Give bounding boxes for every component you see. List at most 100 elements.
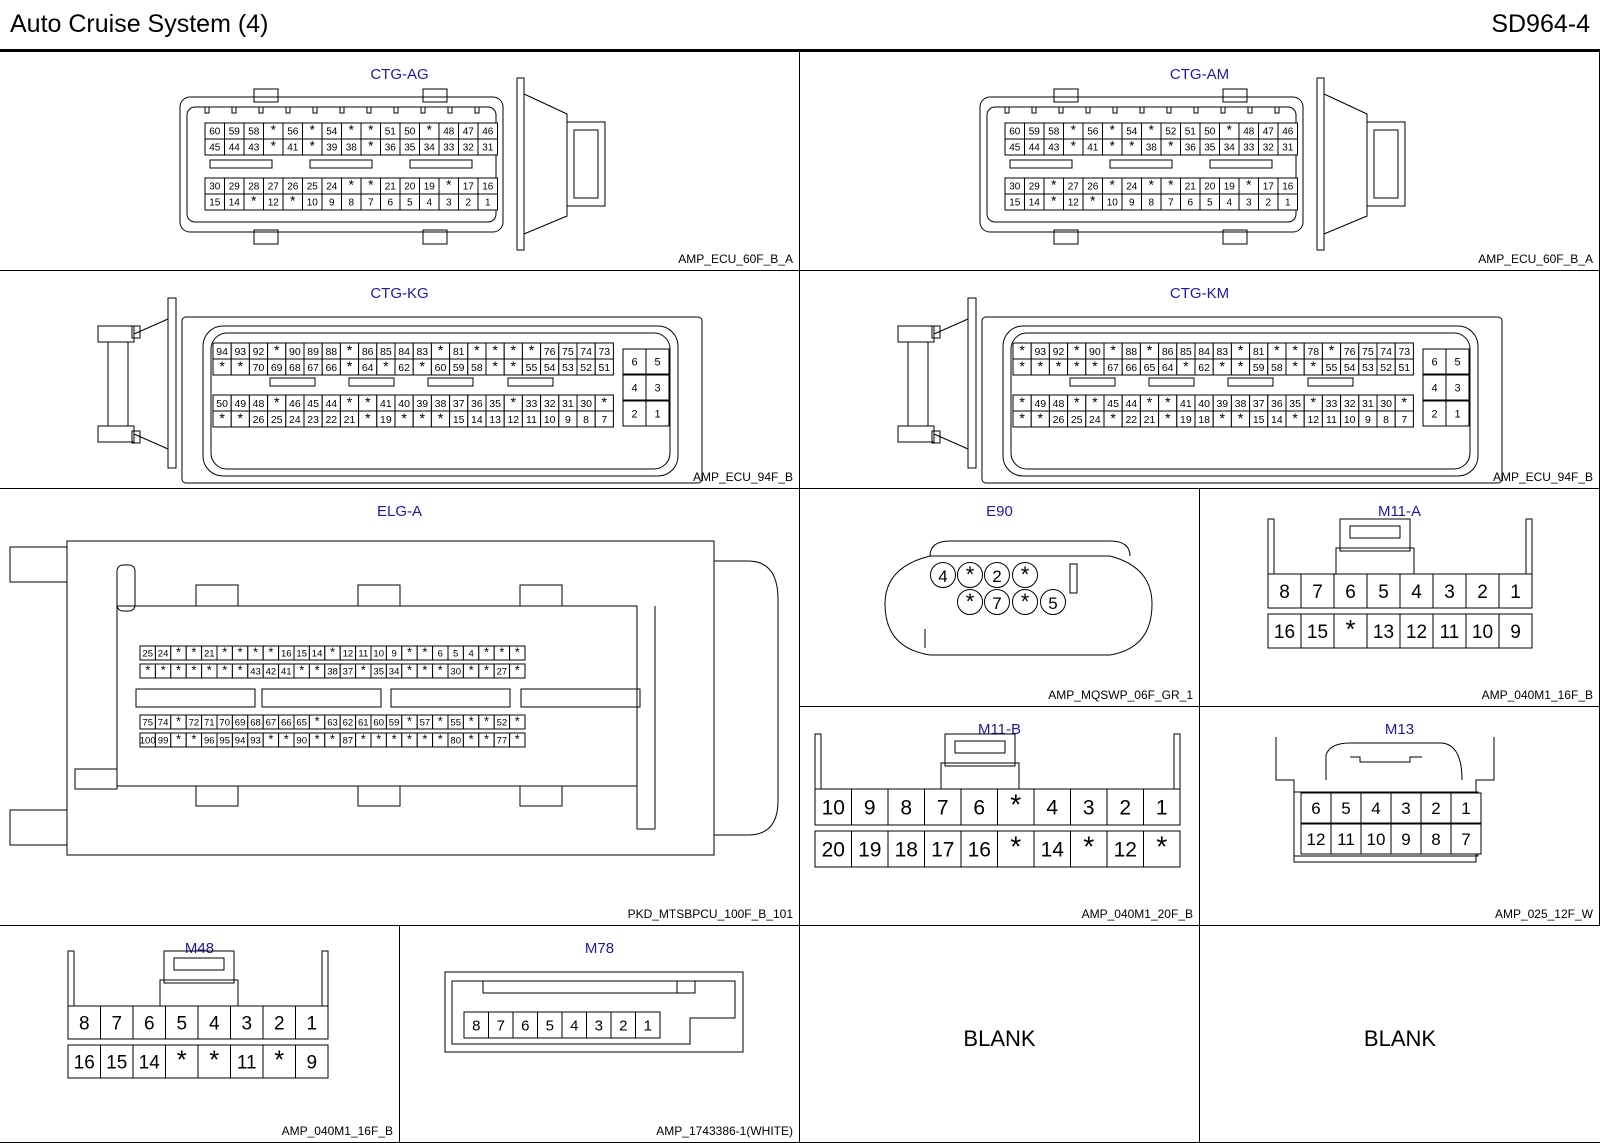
pin-label: 16 (1282, 182, 1294, 193)
pin-label: * (1292, 343, 1298, 359)
pin-cell (997, 788, 1035, 826)
pin-label: * (438, 662, 443, 677)
pin-label: 57 (420, 717, 431, 728)
pin-label: 5 (1207, 198, 1213, 209)
pin-label: 44 (325, 398, 337, 410)
connector-diagram-e90: 4*2**7*5 (884, 540, 1153, 656)
pin-label: 7 (992, 594, 1001, 613)
pin-label: * (1010, 832, 1021, 864)
connector-outline (1247, 106, 1253, 114)
pin-label: * (1092, 395, 1098, 411)
pin-label: * (438, 713, 443, 728)
pin-label: 76 (544, 346, 556, 358)
pin-label: 12 (1068, 198, 1080, 209)
pin-label: 71 (204, 717, 215, 728)
pin-label: 37 (1253, 398, 1265, 410)
connector-title: E90 (986, 503, 1013, 520)
pin-label: 75 (1362, 346, 1374, 358)
pin-label: 14 (229, 198, 241, 209)
pin-label: 75 (142, 717, 153, 728)
pin-cell (1399, 573, 1434, 609)
connector-outline (884, 555, 1153, 656)
pin-label: 31 (562, 398, 574, 410)
pin-label: * (274, 395, 280, 411)
pin-cell (1420, 823, 1452, 855)
pin-label: 69 (271, 362, 283, 374)
pin-cell (1300, 573, 1335, 609)
connector-outline (1004, 106, 1010, 114)
pin-cell (1012, 589, 1038, 615)
pin-label: 3 (1083, 797, 1095, 820)
pin-label: * (602, 395, 608, 411)
pin-label: 24 (289, 414, 301, 426)
pin-label: 59 (229, 127, 241, 138)
pin-label: 76 (1344, 346, 1356, 358)
pin-label: 73 (1398, 346, 1410, 358)
connector-outline (1373, 129, 1399, 199)
pin-label: 5 (1048, 594, 1057, 613)
connector-outline (97, 325, 135, 343)
header-rule (0, 49, 1600, 52)
pin-label: * (1168, 178, 1174, 193)
pin-label: * (420, 411, 426, 427)
pin-label: 46 (289, 398, 301, 410)
pin-label: 38 (1235, 398, 1247, 410)
pin-cell (509, 732, 526, 748)
pin-label: 39 (1216, 398, 1228, 410)
pin-label: 30 (580, 398, 592, 410)
pin-label: 44 (229, 143, 241, 154)
pin-label: 31 (1282, 143, 1294, 154)
connector-outline (897, 325, 935, 343)
pin-label: * (420, 359, 426, 375)
pin-cell (509, 714, 526, 730)
pin-label: 66 (1125, 362, 1137, 374)
pin-label: 10 (822, 797, 845, 820)
pin-label: * (268, 731, 273, 746)
pin-label: * (446, 178, 452, 193)
pin-label: 2 (992, 567, 1001, 586)
pin-label: 20 (822, 839, 845, 862)
pin-label: * (1227, 123, 1233, 138)
pin-label: 2 (619, 1017, 627, 1034)
pin-label: 9 (1510, 622, 1521, 643)
connector-outline (566, 121, 606, 207)
connector-title: M78 (584, 940, 615, 957)
connector-outline (181, 316, 703, 484)
connector-type: AMP_040M1_20F_B (1081, 907, 1193, 921)
pin-label: * (1220, 359, 1226, 375)
blank-label: BLANK (963, 1026, 1036, 1051)
connector-outline (339, 106, 345, 114)
pin-label: 31 (482, 143, 494, 154)
pin-label: 9 (1129, 198, 1135, 209)
pin-label: 34 (424, 143, 436, 154)
pin-label: 46 (482, 127, 494, 138)
pin-label: * (515, 644, 520, 659)
connector-outline (309, 159, 373, 169)
pin-label: * (1183, 359, 1189, 375)
pin-label: 24 (1089, 414, 1101, 426)
pin-label: 74 (158, 717, 169, 728)
pin-label: 10 (307, 198, 319, 209)
pin-label: 16 (74, 1052, 95, 1073)
pin-label: * (484, 713, 489, 728)
pin-cell (295, 1044, 329, 1079)
connector-outline (135, 688, 256, 708)
pin-label: 32 (1263, 143, 1275, 154)
pin-label: * (438, 411, 444, 427)
pin-label: 45 (307, 398, 319, 410)
connector-title: M48 (184, 940, 215, 957)
pin-label: 48 (1053, 398, 1065, 410)
pin-label: 45 (1107, 398, 1119, 410)
connector-type: PKD_MTSBPCU_100F_B_101 (627, 907, 793, 921)
pin-label: 25 (307, 182, 319, 193)
pin-label: 60 (373, 717, 384, 728)
pin-cell (814, 830, 852, 868)
pin-label: 5 (453, 648, 458, 659)
pin-label: 6 (1187, 198, 1193, 209)
pin-cell (1445, 374, 1470, 401)
connector-outline (1148, 377, 1195, 387)
pin-label: 40 (1198, 398, 1210, 410)
pin-label: 8 (1383, 414, 1389, 426)
pin-label: 15 (1307, 622, 1328, 643)
pin-label: 67 (1107, 362, 1119, 374)
